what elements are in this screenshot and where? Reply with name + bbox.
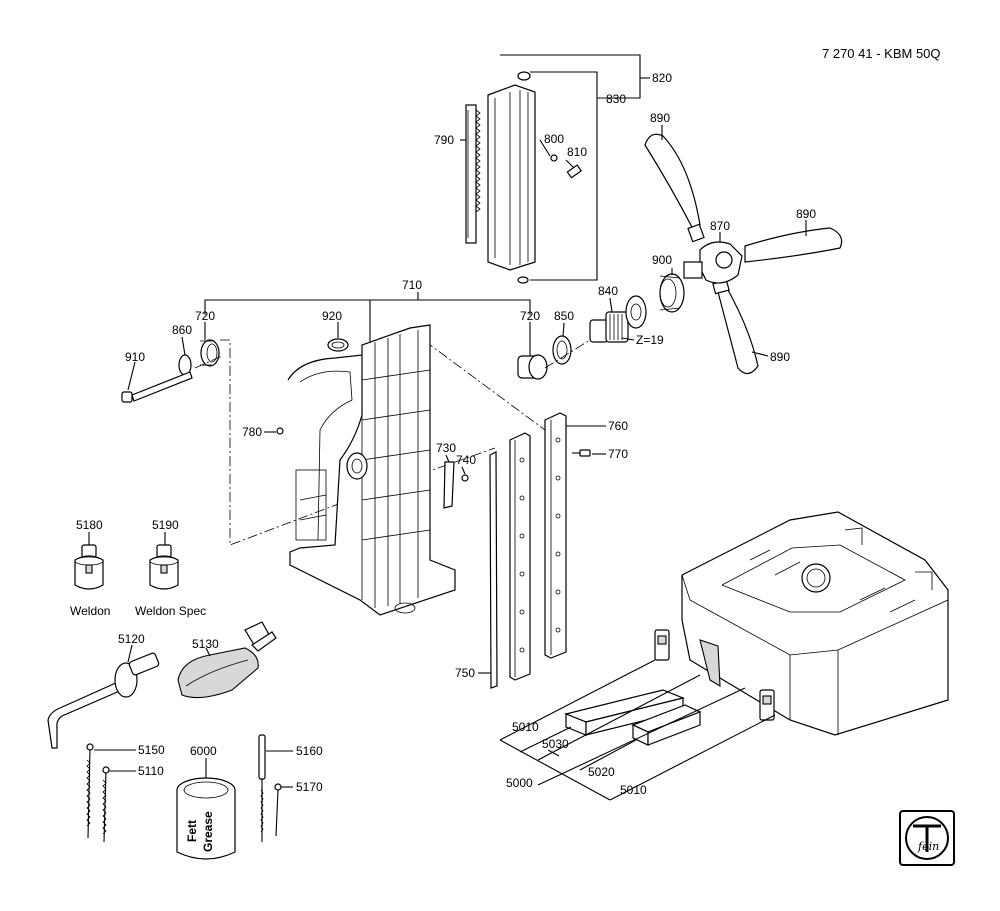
label-5000: 5000	[506, 776, 533, 790]
part-5010-latch-left	[654, 629, 670, 661]
logo-text: fein	[917, 840, 939, 853]
part-5130-strap	[177, 621, 277, 699]
part-5180-weldon-adapter	[74, 544, 104, 590]
label-5030: 5030	[542, 737, 569, 751]
label-5010-b: 5010	[620, 783, 647, 797]
part-770-screw	[572, 449, 591, 457]
part-730-clamp	[443, 461, 455, 509]
label-760: 760	[608, 419, 628, 433]
part-5170-pin	[274, 783, 282, 837]
part-790-rack	[460, 104, 481, 244]
label-870: 870	[710, 219, 730, 233]
label-5170: 5170	[296, 780, 323, 794]
part-5160-pin	[258, 734, 266, 842]
part-900-ring	[659, 273, 685, 313]
part-5150-pin	[86, 743, 94, 839]
part-720-bushing-left	[200, 339, 220, 367]
label-840: 840	[598, 284, 618, 298]
slide-rail-left	[509, 432, 531, 681]
part-840-pinion	[589, 295, 647, 343]
part-720-bushing-right	[517, 354, 548, 380]
label-5010-a: 5010	[512, 720, 539, 734]
part-920-ring	[327, 338, 349, 352]
rack-assembly: 820 830 790 800 810	[434, 54, 672, 284]
label-720-b: 720	[520, 309, 540, 323]
label-920: 920	[322, 309, 342, 323]
label-800: 800	[544, 132, 564, 146]
label-900: 900	[652, 253, 672, 267]
part-800-washer	[550, 154, 558, 162]
part-5020-foam-insert	[631, 704, 702, 746]
part-890-handle-a	[644, 133, 701, 230]
label-750: 750	[455, 666, 475, 680]
label-790: 790	[434, 133, 454, 147]
label-weldon: Weldon	[70, 604, 110, 618]
part-760-slide-rail	[544, 412, 567, 659]
label-5020: 5020	[588, 765, 615, 779]
label-890-c: 890	[770, 350, 790, 364]
label-860: 860	[172, 323, 192, 337]
drawing-title: 7 270 41 - KBM 50Q	[822, 46, 941, 61]
fein-logo-icon: fein	[899, 810, 955, 866]
label-6000: 6000	[190, 744, 217, 758]
stand-body	[287, 324, 456, 616]
carrying-case	[681, 511, 949, 736]
part-750-strip	[489, 451, 498, 689]
part-740-screw	[461, 474, 469, 482]
label-5180: 5180	[76, 518, 103, 532]
label-z19: Z=19	[636, 333, 664, 347]
label-810: 810	[567, 145, 587, 159]
label-5110: 5110	[138, 764, 164, 778]
label-850: 850	[554, 309, 574, 323]
label-5190: 5190	[152, 518, 179, 532]
part-850-ring	[552, 335, 572, 365]
can-label-fett: Fett	[185, 820, 199, 842]
part-780-screw	[276, 427, 284, 435]
label-720-a: 720	[195, 309, 215, 323]
label-890-b: 890	[796, 207, 816, 221]
part-910-bolt	[121, 371, 193, 403]
label-730: 730	[436, 441, 456, 455]
label-5120: 5120	[118, 632, 145, 646]
part-5010-latch-right	[759, 689, 775, 721]
label-780: 780	[242, 425, 262, 439]
label-740: 740	[456, 453, 476, 467]
label-820: 820	[652, 71, 672, 85]
part-5110-pin	[102, 766, 110, 843]
label-830: 830	[606, 92, 626, 106]
label-5130: 5130	[192, 637, 219, 651]
label-5160: 5160	[296, 744, 323, 758]
part-890-handle-c	[717, 289, 759, 375]
part-810-screw	[566, 164, 583, 179]
part-6000-grease-can: Fett Grease	[176, 777, 236, 860]
label-890-a: 890	[650, 111, 670, 125]
label-910: 910	[125, 350, 145, 364]
part-5120-ejector	[47, 652, 160, 749]
label-5150: 5150	[138, 743, 165, 757]
part-890-handle-b	[744, 227, 843, 263]
bracket-710	[204, 299, 531, 315]
label-770: 770	[608, 447, 628, 461]
part-830-column-profile	[487, 71, 536, 284]
handle-assembly: 890 890 890 870 900	[589, 111, 843, 375]
label-710: 710	[402, 278, 422, 292]
can-label-grease: Grease	[201, 811, 215, 852]
part-5190-weldon-spec-adapter	[149, 544, 179, 590]
label-weldon-spec: Weldon Spec	[135, 604, 206, 618]
